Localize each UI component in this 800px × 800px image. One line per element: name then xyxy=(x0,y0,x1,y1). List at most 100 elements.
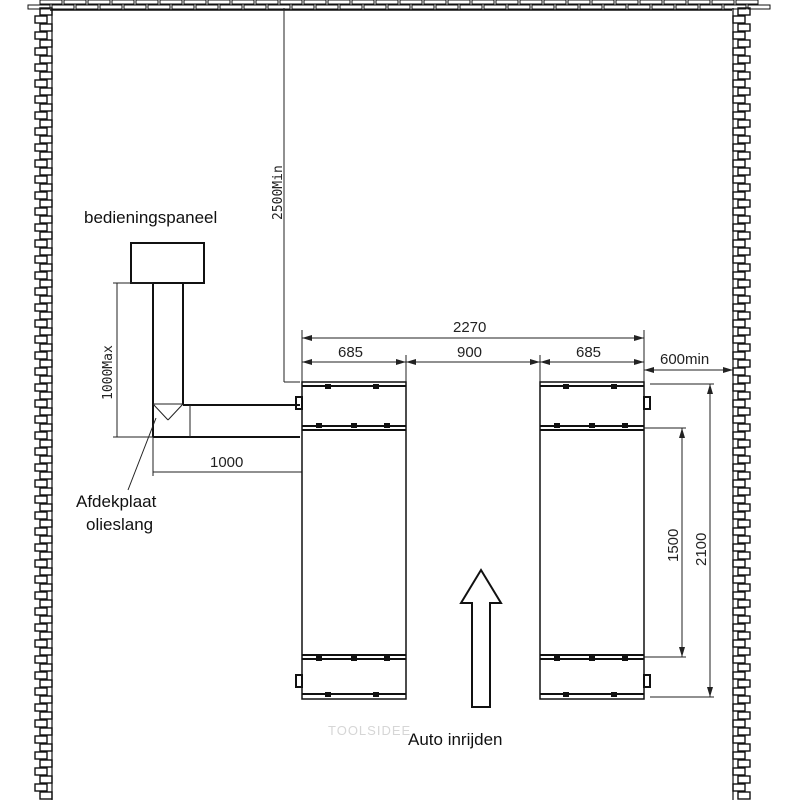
brick xyxy=(732,191,746,200)
brick xyxy=(483,4,507,10)
brick xyxy=(732,79,746,88)
brick xyxy=(732,255,746,264)
brick xyxy=(39,599,53,608)
brick xyxy=(34,575,48,584)
brick xyxy=(737,23,751,32)
brick xyxy=(34,767,48,776)
brick xyxy=(351,0,375,5)
brick xyxy=(279,0,303,5)
brick xyxy=(737,727,751,736)
brick xyxy=(34,591,48,600)
brick xyxy=(723,4,747,10)
brick xyxy=(732,735,746,744)
cover-plate-callout: Afdekplaat olieslang xyxy=(76,417,157,534)
brick xyxy=(732,239,746,248)
brick xyxy=(737,231,751,240)
brick xyxy=(459,4,483,10)
brick xyxy=(737,263,751,272)
brick xyxy=(39,23,53,32)
brick xyxy=(732,719,746,728)
brick xyxy=(34,143,48,152)
brick xyxy=(737,759,751,768)
brick xyxy=(732,767,746,776)
brick xyxy=(34,207,48,216)
brick xyxy=(39,199,53,208)
brick xyxy=(732,687,746,696)
brick xyxy=(39,311,53,320)
brick xyxy=(34,399,48,408)
brick xyxy=(732,287,746,296)
brick xyxy=(737,103,751,112)
plate-span-label: 1500 xyxy=(665,529,682,562)
brick xyxy=(34,415,48,424)
brick xyxy=(39,503,53,512)
brick xyxy=(737,295,751,304)
brick xyxy=(732,383,746,392)
brick xyxy=(99,4,123,10)
brick xyxy=(123,4,147,10)
cover-plate-label-line1: Afdekplaat xyxy=(76,492,157,511)
brick xyxy=(34,15,48,24)
wall-clearance-dimension: 2500Min xyxy=(271,8,300,383)
brick xyxy=(737,247,751,256)
brick xyxy=(39,39,53,48)
brick xyxy=(732,639,746,648)
brick xyxy=(34,255,48,264)
brick xyxy=(732,367,746,376)
left-brick-wall xyxy=(34,7,53,800)
brick xyxy=(639,0,663,5)
brick xyxy=(732,351,746,360)
brick xyxy=(737,439,751,448)
brick xyxy=(737,167,751,176)
brick xyxy=(39,583,53,592)
brick xyxy=(732,415,746,424)
brick xyxy=(737,311,751,320)
panel-height-dimension: 1000Max xyxy=(101,282,153,438)
brick xyxy=(34,687,48,696)
brick xyxy=(39,759,53,768)
total-width-label: 2270 xyxy=(453,319,486,336)
brick xyxy=(34,623,48,632)
brick xyxy=(39,551,53,560)
control-panel-label: bedieningspaneel xyxy=(84,208,217,227)
brick xyxy=(327,0,351,5)
brick xyxy=(737,535,751,544)
brick xyxy=(737,279,751,288)
drive-in-label: Auto inrijden xyxy=(408,730,503,749)
brick xyxy=(732,271,746,280)
brick xyxy=(34,31,48,40)
brick xyxy=(39,487,53,496)
brick xyxy=(732,751,746,760)
brick xyxy=(737,71,751,80)
brick xyxy=(737,663,751,672)
brick xyxy=(737,39,751,48)
brick xyxy=(732,63,746,72)
brick xyxy=(39,519,53,528)
control-panel-box xyxy=(130,242,205,284)
brick xyxy=(34,463,48,472)
side-clearance-label: 600min xyxy=(660,351,709,368)
brick xyxy=(732,447,746,456)
drive-in-arrow-icon xyxy=(459,568,503,708)
brick xyxy=(651,4,675,10)
brick xyxy=(34,783,48,792)
brick xyxy=(375,0,399,5)
brick xyxy=(555,4,579,10)
brick xyxy=(34,527,48,536)
brick xyxy=(34,607,48,616)
brick xyxy=(303,0,327,5)
brick xyxy=(737,631,751,640)
brick xyxy=(675,4,699,10)
brick xyxy=(732,671,746,680)
brick xyxy=(737,87,751,96)
brick xyxy=(737,375,751,384)
brick xyxy=(34,319,48,328)
brick xyxy=(423,0,447,5)
brick xyxy=(39,743,53,752)
brick xyxy=(732,207,746,216)
top-brick-wall xyxy=(27,0,771,11)
brick xyxy=(34,159,48,168)
brick xyxy=(231,0,255,5)
brick xyxy=(737,327,751,336)
